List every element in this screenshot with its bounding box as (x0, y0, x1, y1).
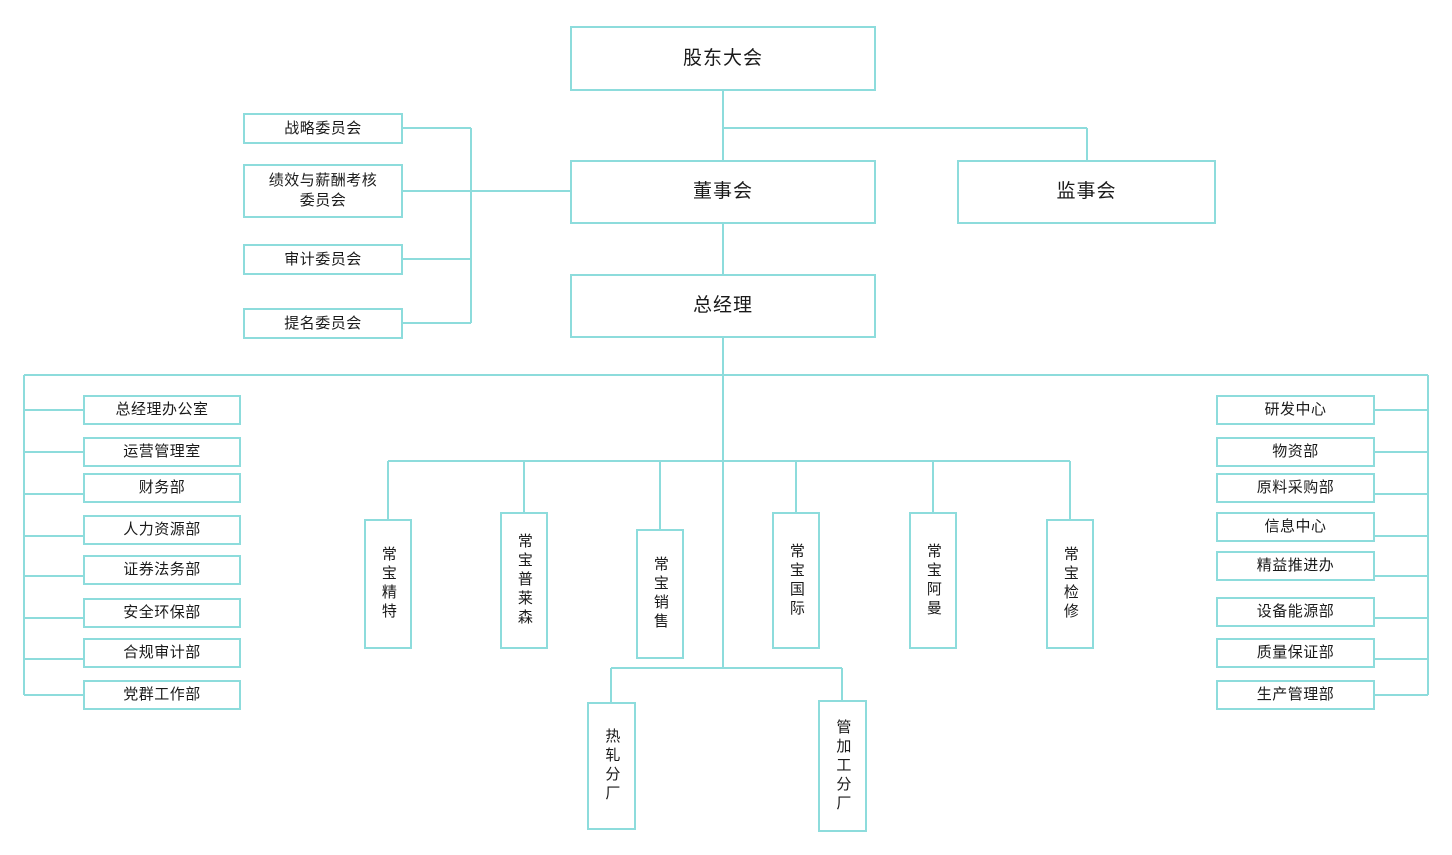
node-dept-production-management[interactable]: 生产管理部 (1216, 680, 1375, 710)
node-dept-human-resources[interactable]: 人力资源部 (83, 515, 241, 545)
node-subsidiary-changbao-sales[interactable]: 常宝销售 (636, 529, 684, 659)
node-label: 常宝销售 (651, 556, 670, 632)
node-dept-raw-material-procurement[interactable]: 原料采购部 (1216, 473, 1375, 503)
node-committee-performance-compensation[interactable]: 绩效与薪酬考核 委员会 (243, 164, 403, 218)
node-label: 安全环保部 (123, 603, 201, 622)
node-dept-equipment-energy[interactable]: 设备能源部 (1216, 597, 1375, 627)
node-shareholders-meeting[interactable]: 股东大会 (570, 26, 876, 91)
node-label: 战略委员会 (284, 118, 362, 137)
node-label: 质量保证部 (1256, 643, 1335, 662)
node-branch-hot-rolling-plant[interactable]: 热轧分厂 (587, 702, 636, 830)
node-subsidiary-changbao-pulaisen[interactable]: 常宝普莱森 (500, 512, 548, 649)
node-label: 研发中心 (1264, 400, 1327, 419)
node-label: 总经理办公室 (115, 400, 209, 419)
node-label: 运营管理室 (123, 442, 201, 461)
node-subsidiary-changbao-maintenance[interactable]: 常宝检修 (1046, 519, 1094, 649)
node-label: 合规审计部 (123, 643, 201, 662)
node-label: 生产管理部 (1256, 685, 1335, 704)
node-label: 设备能源部 (1256, 602, 1335, 621)
node-label: 证券法务部 (123, 560, 201, 579)
node-label: 财务部 (138, 478, 186, 497)
node-subsidiary-changbao-oman[interactable]: 常宝阿曼 (909, 512, 957, 649)
node-label: 监事会 (1056, 180, 1117, 203)
node-label: 绩效与薪酬考核 委员会 (268, 171, 378, 209)
node-committee-strategy[interactable]: 战略委员会 (243, 113, 403, 144)
node-label: 提名委员会 (284, 313, 362, 332)
node-branch-pipe-processing-plant[interactable]: 管加工分厂 (818, 700, 867, 832)
node-dept-safety-environment[interactable]: 安全环保部 (83, 598, 241, 628)
node-board-of-directors[interactable]: 董事会 (570, 160, 876, 224)
node-label: 常宝普莱森 (515, 533, 534, 628)
node-label: 物资部 (1272, 442, 1319, 461)
node-label: 股东大会 (682, 46, 763, 69)
node-dept-compliance-audit[interactable]: 合规审计部 (83, 638, 241, 668)
node-dept-party-affairs[interactable]: 党群工作部 (83, 680, 241, 710)
node-label: 热轧分厂 (603, 728, 622, 804)
node-board-of-supervisors[interactable]: 监事会 (957, 160, 1216, 224)
node-label: 党群工作部 (123, 685, 201, 704)
node-label: 常宝国际 (787, 542, 806, 619)
node-label: 人力资源部 (123, 520, 201, 539)
node-label: 常宝检修 (1061, 546, 1080, 622)
node-label: 管加工分厂 (834, 718, 853, 814)
node-dept-lean-promotion[interactable]: 精益推进办 (1216, 551, 1375, 581)
node-label: 精益推进办 (1256, 556, 1335, 575)
node-dept-securities-legal[interactable]: 证券法务部 (83, 555, 241, 585)
node-dept-rd-center[interactable]: 研发中心 (1216, 395, 1375, 425)
node-label: 常宝阿曼 (924, 542, 943, 619)
node-dept-gm-office[interactable]: 总经理办公室 (83, 395, 241, 425)
node-general-manager[interactable]: 总经理 (570, 274, 876, 338)
node-dept-information-center[interactable]: 信息中心 (1216, 512, 1375, 542)
node-label: 董事会 (692, 180, 753, 203)
node-label: 审计委员会 (284, 249, 362, 268)
node-dept-finance[interactable]: 财务部 (83, 473, 241, 503)
node-label: 总经理 (692, 294, 753, 317)
node-label: 原料采购部 (1256, 478, 1335, 497)
node-dept-quality-assurance[interactable]: 质量保证部 (1216, 638, 1375, 668)
node-subsidiary-changbao-international[interactable]: 常宝国际 (772, 512, 820, 649)
node-dept-materials[interactable]: 物资部 (1216, 437, 1375, 467)
node-committee-audit[interactable]: 审计委员会 (243, 244, 403, 275)
node-label: 信息中心 (1264, 517, 1327, 536)
node-committee-nomination[interactable]: 提名委员会 (243, 308, 403, 339)
node-dept-operations-management[interactable]: 运营管理室 (83, 437, 241, 467)
node-subsidiary-changbao-jingte[interactable]: 常宝精特 (364, 519, 412, 649)
node-label: 常宝精特 (379, 546, 398, 622)
